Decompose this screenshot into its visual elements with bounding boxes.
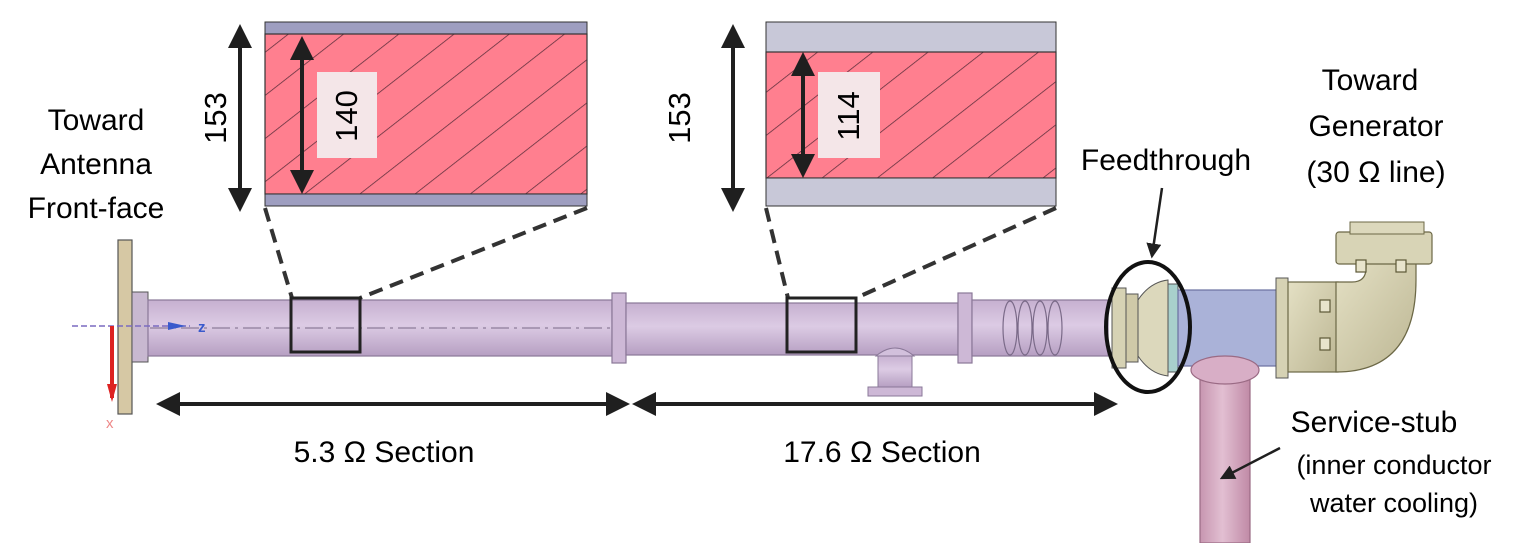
taper-section (971, 299, 1109, 357)
elbow-bolts (1319, 259, 1407, 351)
toward-antenna-line-2: Antenna (40, 148, 152, 181)
feedthrough-assembly (1111, 279, 1179, 377)
inset-2-inner-dimension: 114 (831, 91, 866, 140)
elbow-top-cap (1349, 221, 1425, 235)
pump-port-stem (877, 354, 913, 388)
service-stub-line-3: water cooling) (1309, 488, 1478, 518)
inset-2-inner-conductor (765, 51, 1057, 179)
inset-2-outer-band-top (765, 21, 1057, 53)
elbow-top-flange (1335, 231, 1433, 265)
z-axis-arrow (168, 322, 186, 330)
inset-2-outer-dimension: 153 (662, 92, 697, 144)
toward-generator-line-3: (30 Ω line) (1306, 156, 1445, 189)
inset-1-label-box (317, 72, 377, 158)
mid-flange (611, 292, 627, 364)
elbow-body-horizontal (1287, 281, 1339, 373)
inset-1-cross-section: 153 140 (198, 21, 588, 212)
service-stub-top (1190, 355, 1260, 385)
pump-port-dome (874, 347, 916, 357)
toward-generator-line-1: Toward (1322, 64, 1419, 97)
inset-1-outer-band-top (264, 21, 588, 35)
antenna-flange (117, 239, 133, 415)
bellows-rings (1002, 300, 1063, 356)
z-axis-label: z (198, 319, 206, 336)
antenna-flange-collar (131, 291, 149, 363)
generator-flange (1275, 277, 1289, 379)
inset-2-label-box (818, 72, 880, 158)
inset-2-outer-band-bottom (765, 177, 1057, 207)
inset-2-cross-section: 153 114 (662, 21, 1057, 212)
feedthrough-highlight-circle (1104, 260, 1192, 394)
pipe-section-2 (625, 302, 959, 356)
coordinate-axes: z x (72, 319, 206, 432)
toward-antenna-line-3: Front-face (28, 192, 165, 225)
inset-1-inner-dimension: 140 (329, 90, 364, 142)
pump-port-flange (867, 386, 923, 397)
feedthrough-leader-arrow (1146, 187, 1164, 259)
section-1-zoom-box (289, 296, 362, 354)
service-stub-pipe (1199, 369, 1251, 543)
section-1-label: 5.3 Ω Section (294, 436, 475, 469)
inset-1-outer-band-bottom (264, 193, 588, 207)
zoom-leader-lines (263, 206, 1057, 300)
section-2-end-flange (957, 292, 973, 364)
service-stub-line-2: (inner conductor (1296, 450, 1491, 480)
toward-generator-label: Toward Generator (30 Ω line) (1306, 64, 1445, 189)
section-2-zoom-box (785, 296, 858, 354)
tee-housing (1177, 289, 1279, 367)
service-stub-line-1: Service-stub (1291, 406, 1458, 439)
section-2-label: 17.6 Ω Section (783, 436, 981, 469)
feedthrough-label: Feedthrough (1081, 144, 1251, 177)
x-axis-label: x (106, 415, 114, 432)
transmission-line-assembly (117, 221, 1433, 543)
inset-1-outer-dimension: 153 (198, 92, 233, 144)
service-stub-label: Service-stub (inner conductor water cool… (1291, 406, 1492, 518)
x-axis-arrow (107, 384, 117, 402)
toward-antenna-line-1: Toward (48, 104, 145, 137)
elbow-bend (1335, 261, 1417, 373)
toward-generator-line-2: Generator (1308, 110, 1443, 143)
toward-antenna-label: Toward Antenna Front-face (28, 104, 165, 225)
inset-1-inner-conductor (264, 33, 588, 195)
service-stub-leader-arrow (1219, 446, 1281, 480)
